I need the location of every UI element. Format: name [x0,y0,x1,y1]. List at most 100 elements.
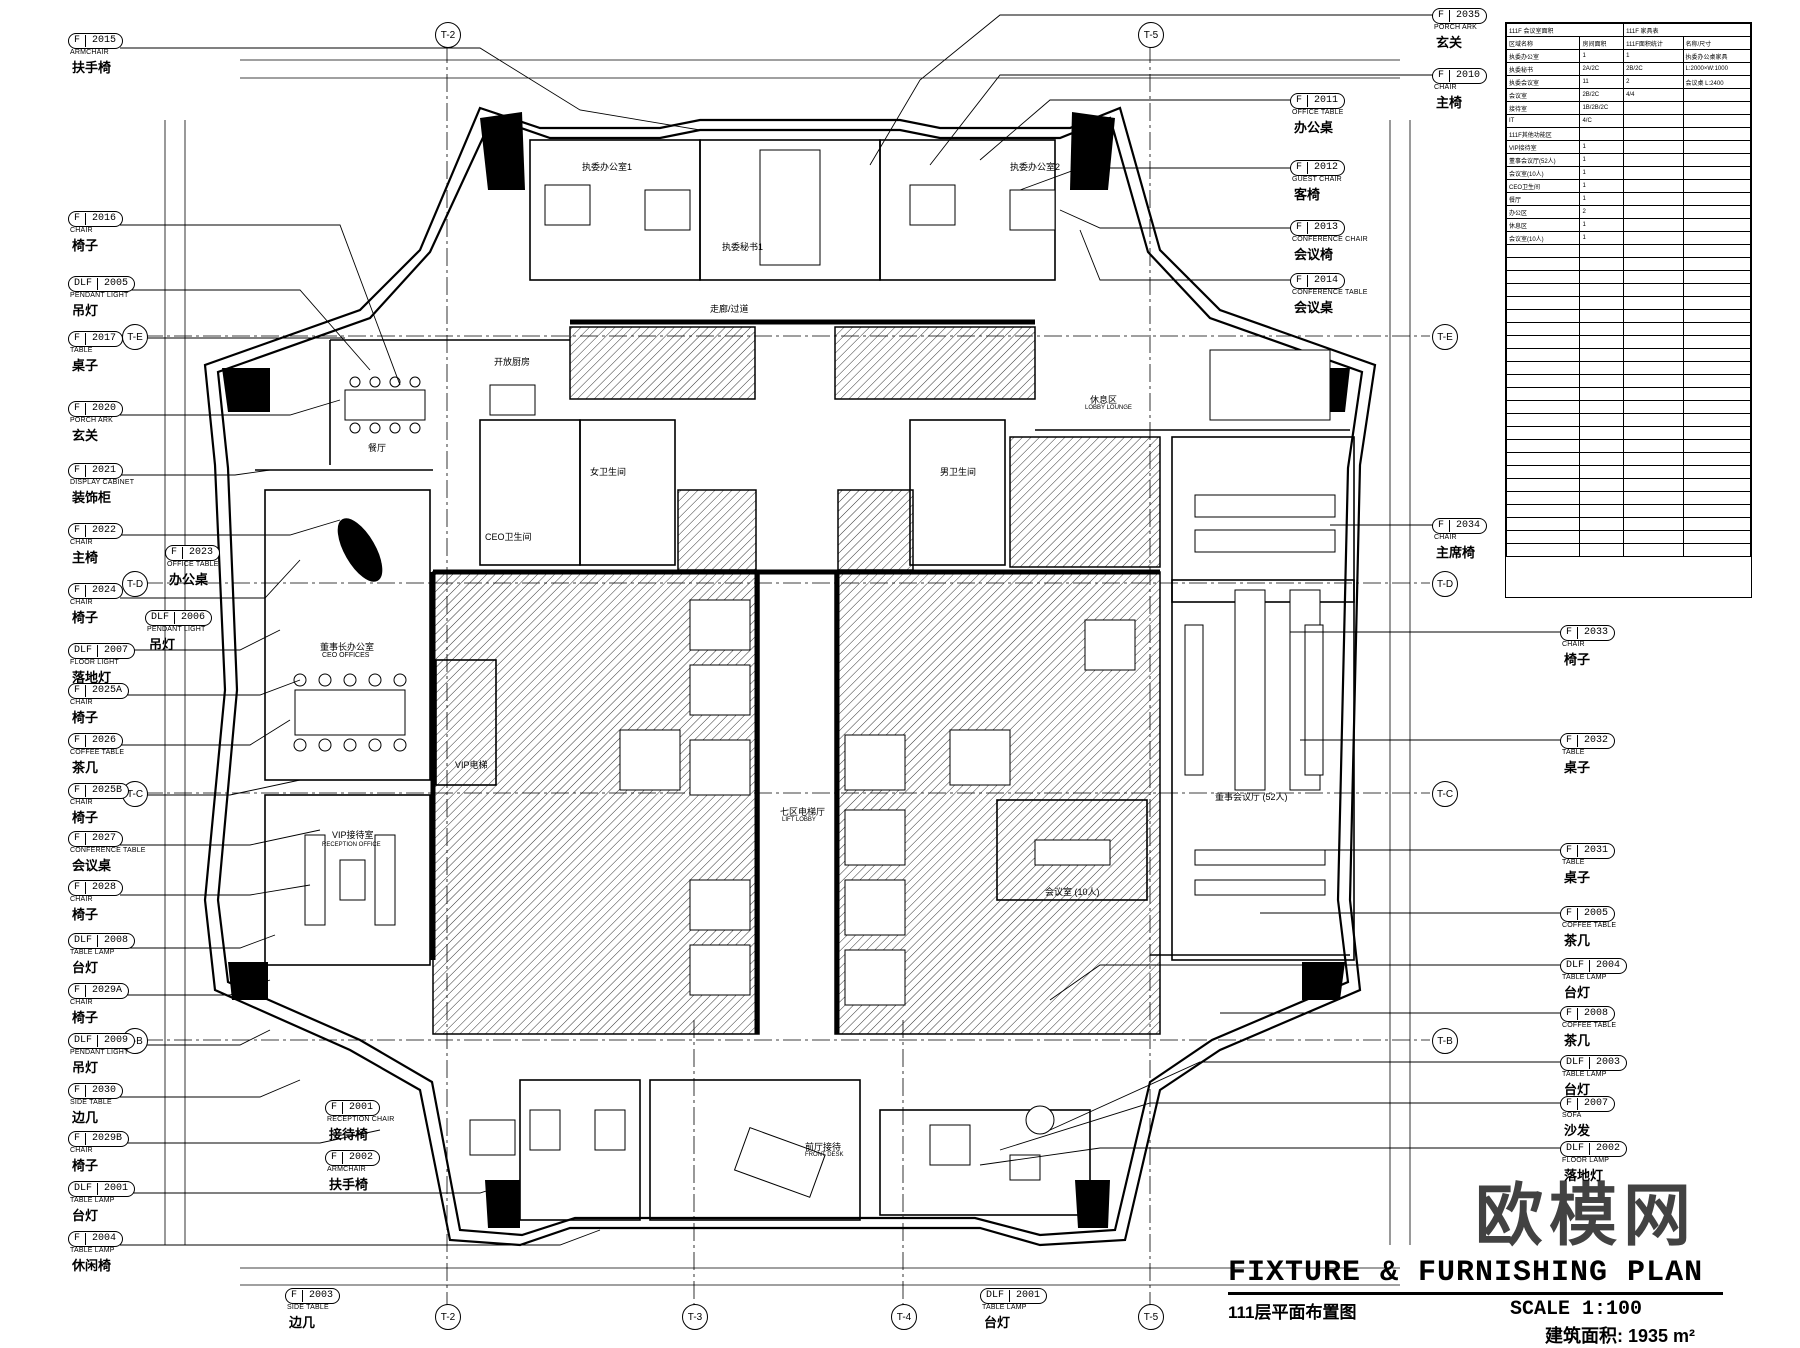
schedule-cell: 办公区 [1505,205,1581,219]
tag-number: 2006 [181,612,206,623]
tag-code: F [1291,222,1309,234]
schedule-empty-row [1505,439,1752,453]
tag-chinese-label: 椅子 [72,810,99,825]
tag-english-label: TABLE LAMP [1562,1071,1607,1078]
building-outline [203,106,1377,1247]
schedule-cell [1579,127,1625,141]
room-label-corridor: 走廊/过道 [710,304,749,314]
room-label-meeting-10: 会议室 (10人) [1045,887,1100,897]
tag-chinese-label: 椅子 [1564,652,1591,667]
tag-chinese-label: 桌子 [1564,870,1591,885]
tag-english-label: TABLE LAMP [70,1247,115,1254]
tag-number: 2012 [1314,162,1339,173]
tag-code: F [69,213,87,225]
leader-lines [120,14,1560,1246]
core-walls [619,599,1136,1006]
tag-english-label: TABLE [1562,859,1585,866]
schedule-cell [1682,88,1752,102]
schedule-empty-row [1505,413,1752,427]
tag-chinese-label: 会议桌 [1294,300,1334,315]
schedule-cell: 2B/2C [1623,62,1684,76]
title-rule [1228,1292,1723,1295]
tag-number: 2032 [1584,735,1609,746]
tag-english-label: FLOOR LAMP [1562,1157,1610,1164]
schedule-cell: 111F其他功能区 [1505,127,1581,141]
tag-english-label: OFFICE TABLE [1292,109,1344,116]
tag-chinese-label: 休闲椅 [72,1258,112,1273]
schedule-empty-row [1505,517,1752,531]
schedule-cell [1682,166,1752,180]
room-label-lift-lobby: 七区电梯厅 [780,807,826,817]
schedule-cell [1682,153,1752,167]
schedule-cell: 1 [1579,192,1625,206]
tag-code: F [1433,70,1451,82]
room-label-lounge-en: LOBBY LOUNGE [1085,405,1132,411]
tag-chinese-label: 桌子 [72,358,99,373]
tag-number: 2031 [1584,845,1609,856]
building-area: 建筑面积: 1935 m² [1545,1326,1696,1346]
tag-english-label: TABLE LAMP [982,1304,1027,1311]
schedule-empty-row [1505,322,1752,336]
tag-number: 2007 [104,645,129,656]
grid-bubble-right-td: T-D [1432,571,1458,597]
tag-number: 2008 [1584,1008,1609,1019]
tag-english-label: CHAIR [70,599,93,606]
schedule-cell [1682,114,1752,128]
schedule-cell: 接待室 [1505,101,1581,115]
grid-bubble-right-tc: T-C [1432,781,1458,807]
tag-chinese-label: 沙发 [1564,1123,1591,1138]
tag-english-label: SIDE TABLE [287,1304,329,1311]
schedule-cell: 1B/2B/2C [1579,101,1625,115]
schedule-cell [1682,218,1752,232]
tag-number: 2027 [92,833,117,844]
schedule-cell: 1 [1579,153,1625,167]
tag-code: F [69,1133,87,1145]
tag-chinese-label: 边几 [72,1110,99,1125]
tag-number: 2002 [1596,1143,1621,1154]
tag-english-label: CHAIR [70,896,93,903]
room-label-boardroom: 董事会议厅 (52人) [1215,792,1288,802]
schedule-empty-row [1505,348,1752,362]
schedule-cell: CEO卫生间 [1505,179,1581,193]
schedule-empty-row [1505,504,1752,518]
tag-code: DLF [1561,960,1591,972]
tag-english-label: CHAIR [1562,641,1585,648]
tag-chinese-label: 台灯 [72,1208,99,1223]
tag-number: 2003 [309,1290,334,1301]
tag-number: 2017 [92,333,117,344]
tag-number: 2004 [92,1233,117,1244]
schedule-row: 111F其他功能区 [1505,127,1752,141]
schedule-empty-row [1505,387,1752,401]
tag-english-label: DISPLAY CABINET [70,479,135,486]
tag-number: 2001 [1016,1290,1041,1301]
schedule-cell: 执委办公室 [1505,49,1581,63]
schedule-cell: 区域名称 [1505,36,1581,50]
tag-code: DLF [69,1183,99,1195]
tag-english-label: CHAIR [70,227,93,234]
tag-chinese-label: 玄关 [1436,35,1463,50]
interior-walls [255,139,1355,1221]
tag-code: F [1291,95,1309,107]
tag-chinese-label: 装饰柜 [72,490,112,505]
schedule-header-left: 111F 会议室面积 [1505,23,1625,37]
dimension-lines [164,59,1411,1286]
